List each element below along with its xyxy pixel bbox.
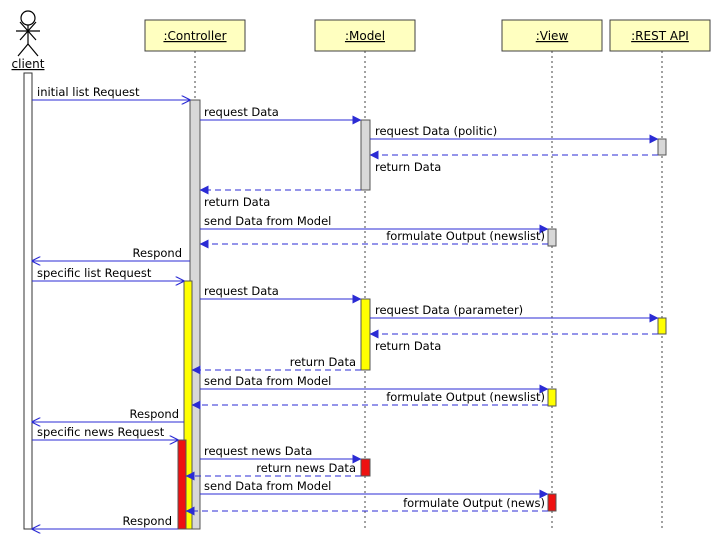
participant-label-rest-api: :REST API (631, 29, 689, 43)
message-10: request Data (200, 284, 362, 304)
message-label: specific list Request (37, 266, 152, 280)
message-13: return Data (191, 355, 361, 375)
message-6: send Data from Model (200, 214, 549, 234)
message-3: request Data (politic) (370, 124, 659, 144)
message-11: request Data (parameter) (370, 303, 659, 323)
activation-rest-api-yellow (657, 317, 667, 335)
actor-label: client (12, 57, 45, 71)
participant-view: :View (501, 19, 603, 52)
client-actor: client (12, 10, 45, 71)
participant-label-model: :Model (345, 29, 385, 43)
activation-view-red (547, 493, 557, 512)
message-label: request Data (204, 284, 279, 298)
message-label: send Data from Model (204, 479, 331, 493)
activation-client (23, 72, 33, 530)
activation-rest-api-gray (657, 138, 667, 156)
message-18: request news Data (200, 444, 362, 464)
message-label: Respond (123, 514, 172, 528)
message-label: initial list Request (37, 85, 140, 99)
activation-model-red (360, 458, 371, 477)
activation-model-yellow (360, 298, 371, 371)
message-16: Respond (32, 407, 184, 422)
message-label: formulate Output (news) (403, 496, 545, 510)
message-label: formulate Output (newslist) (386, 390, 545, 404)
message-label: return Data (204, 195, 270, 209)
activation-model-gray (360, 119, 371, 191)
message-7: formulate Output (newslist) (199, 229, 548, 249)
message-label: return Data (375, 160, 441, 174)
message-1: initial list Request (32, 85, 190, 100)
message-label: request news Data (204, 444, 312, 458)
message-label: request Data (politic) (375, 124, 497, 138)
participant-controller: :Controller (144, 19, 246, 52)
message-label: return news Data (256, 461, 356, 475)
activation-controller-red (177, 439, 187, 530)
message-label: return Data (290, 355, 356, 369)
message-label: specific news Request (37, 425, 165, 439)
message-2: request Data (200, 105, 362, 125)
participant-label-view: :View (536, 29, 569, 43)
message-14: send Data from Model (200, 374, 549, 394)
participant-label-controller: :Controller (163, 29, 226, 43)
actor-head-icon (20, 10, 36, 26)
message-8: Respond (32, 246, 190, 261)
message-label: Respond (133, 246, 182, 260)
message-label: Respond (130, 407, 179, 421)
message-5: return Data (199, 185, 361, 209)
activation-view-gray (547, 228, 557, 247)
message-4: return Data (369, 150, 658, 174)
message-label: send Data from Model (204, 214, 331, 228)
participant-model: :Model (314, 19, 416, 52)
message-label: request Data (204, 105, 279, 119)
message-9: specific list Request (32, 266, 184, 281)
message-12: return Data (369, 329, 658, 353)
message-15: formulate Output (newslist) (191, 390, 548, 410)
message-22: Respond (32, 514, 178, 529)
message-label: return Data (375, 339, 441, 353)
message-label: request Data (parameter) (375, 303, 523, 317)
message-label: send Data from Model (204, 374, 331, 388)
activation-view-yellow (547, 388, 557, 407)
message-17: specific news Request (32, 425, 178, 440)
message-20: send Data from Model (200, 479, 549, 499)
message-label: formulate Output (newslist) (386, 229, 545, 243)
message-19: return news Data (185, 461, 361, 481)
message-21: formulate Output (news) (185, 496, 548, 516)
participant-rest-api: :REST API (609, 19, 711, 52)
